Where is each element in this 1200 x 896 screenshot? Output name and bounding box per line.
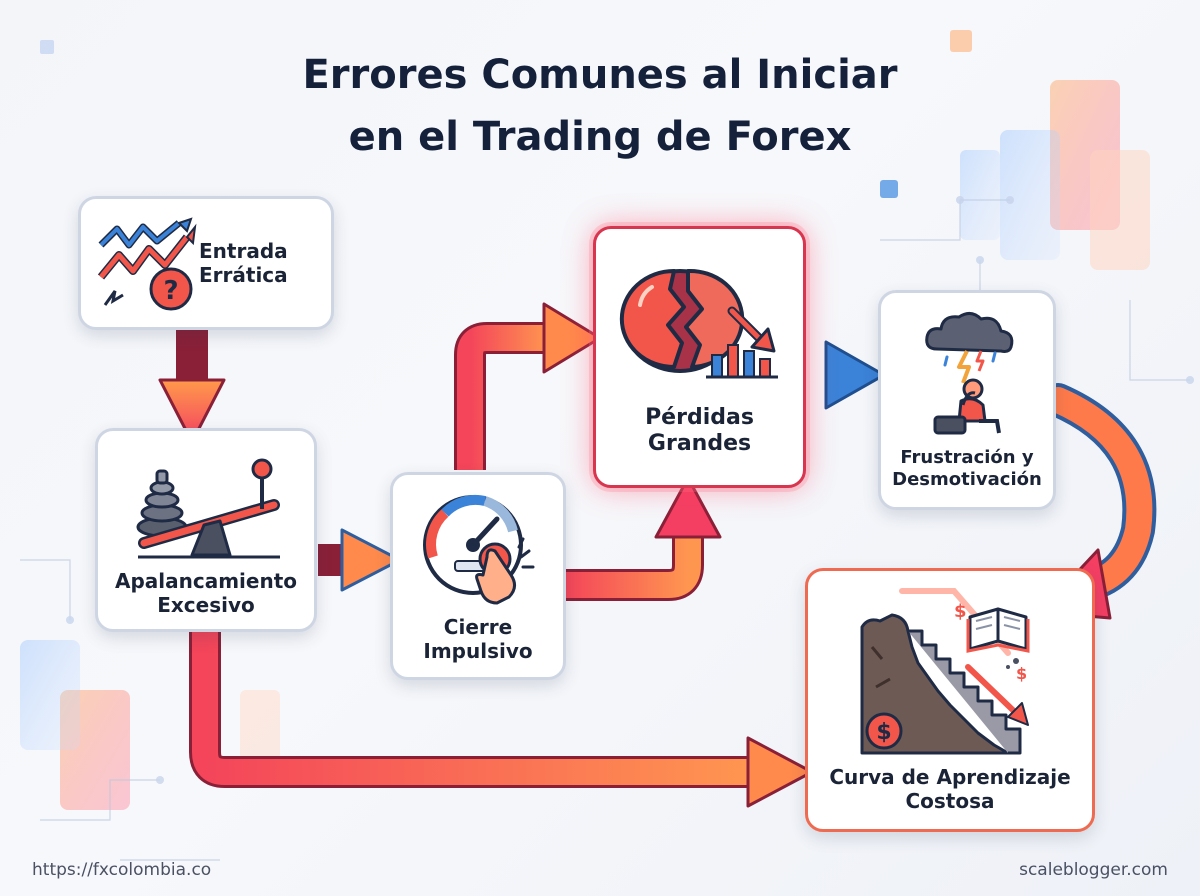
arrow-cierre-to-perdidas-bottom	[566, 476, 722, 601]
broken-coin-chart-icon	[619, 268, 778, 379]
question-mark-text: ?	[163, 276, 178, 306]
arrow-cierre-to-perdidas-top	[454, 302, 602, 470]
label-entrada-erratica: Entrada Errática	[199, 239, 288, 287]
label-perdidas-grandes: Pérdidas Grandes	[645, 405, 754, 457]
stressed-person-cloud-icon	[925, 312, 1014, 435]
node-curva-aprendizaje-costosa: $ $ $ Curva de Aprendizaje Costosa	[805, 568, 1095, 832]
dollar-sign-lower: $	[1016, 664, 1027, 683]
node-cierre-impulsivo: Cierre Impulsivo	[390, 472, 566, 680]
dollar-coin-text: $	[876, 720, 891, 745]
speedometer-hand-icon	[423, 494, 535, 605]
erratic-chart-icon: ?	[97, 217, 197, 311]
node-apalancamiento-excesivo: Apalancamiento Excesivo	[95, 428, 317, 632]
label-curva-aprendizaje-costosa: Curva de Aprendizaje Costosa	[829, 765, 1071, 813]
page-title: Errores Comunes al Iniciar en el Trading…	[0, 44, 1200, 168]
leverage-seesaw-icon	[136, 458, 280, 559]
dollar-sign-upper: $	[954, 601, 967, 622]
crumbling-stairs-book-icon: $ $ $	[860, 588, 1030, 755]
arrow-apalancamiento-to-cierre	[318, 528, 402, 592]
arrow-perdidas-to-frustracion	[808, 340, 886, 410]
label-cierre-impulsivo: Cierre Impulsivo	[423, 615, 533, 663]
footer-left-url[interactable]: https://fxcolombia.co	[32, 860, 212, 880]
footer-right-credit[interactable]: scaleblogger.com	[1019, 860, 1168, 880]
node-entrada-erratica: ? Entrada Errática	[78, 196, 334, 330]
arrow-apalancamiento-to-curva	[189, 632, 814, 808]
node-perdidas-grandes: Pérdidas Grandes	[593, 226, 806, 488]
node-frustracion-desmotivacion: Frustración y Desmotivación	[878, 290, 1056, 510]
label-frustracion-desmotivacion: Frustración y Desmotivación	[892, 447, 1042, 490]
arrow-entrada-to-apalancamiento	[158, 330, 226, 444]
title-line-1: Errores Comunes al Iniciar	[302, 52, 898, 98]
title-line-2: en el Trading de Forex	[348, 114, 852, 160]
label-apalancamiento-excesivo: Apalancamiento Excesivo	[114, 569, 298, 617]
